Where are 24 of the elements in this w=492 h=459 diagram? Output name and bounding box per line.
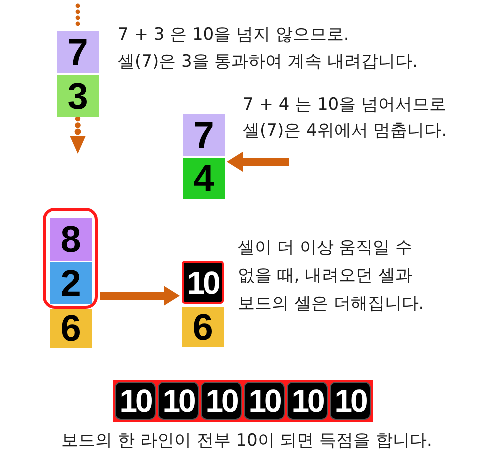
number-tile: 6 — [182, 307, 224, 347]
arrow — [100, 286, 180, 306]
number-tile: 7 — [57, 31, 99, 73]
description-text: 셀이 더 이상 움직일 수 없을 때, 내려오던 셀과 보드의 셀은 더해집니다. — [238, 237, 426, 316]
number-tile: 2 — [50, 262, 92, 304]
caption-text: 보드의 한 라인이 전부 10이 되면 득점을 합니다. — [62, 430, 432, 453]
number-tile: 10 — [115, 382, 156, 420]
number-tile: 4 — [183, 158, 225, 199]
number-tile: 7 — [183, 114, 225, 156]
tile-row-band — [113, 380, 373, 422]
description-text: 셀(7)은 3을 통과하여 계속 내려갑니다. — [118, 51, 418, 74]
number-tile: 8 — [50, 218, 92, 261]
number-tile: 10 — [158, 382, 199, 420]
number-tile: 3 — [57, 75, 99, 117]
number-tile: 10 — [287, 382, 328, 420]
arrow — [227, 152, 289, 172]
description-text: 7 + 4 는 10을 넘어서므로 셀(7)은 4위에서 멈춥니다. — [243, 94, 448, 143]
number-tile: 10 — [244, 382, 285, 420]
number-tile: 10 — [330, 382, 371, 420]
description-text: 7 + 3 은 10을 넘지 않으므로. — [118, 24, 350, 47]
number-tile: 6 — [50, 309, 92, 348]
number-tile: 10 — [182, 261, 224, 304]
highlight-frame — [43, 208, 98, 309]
number-tile: 10 — [201, 382, 242, 420]
